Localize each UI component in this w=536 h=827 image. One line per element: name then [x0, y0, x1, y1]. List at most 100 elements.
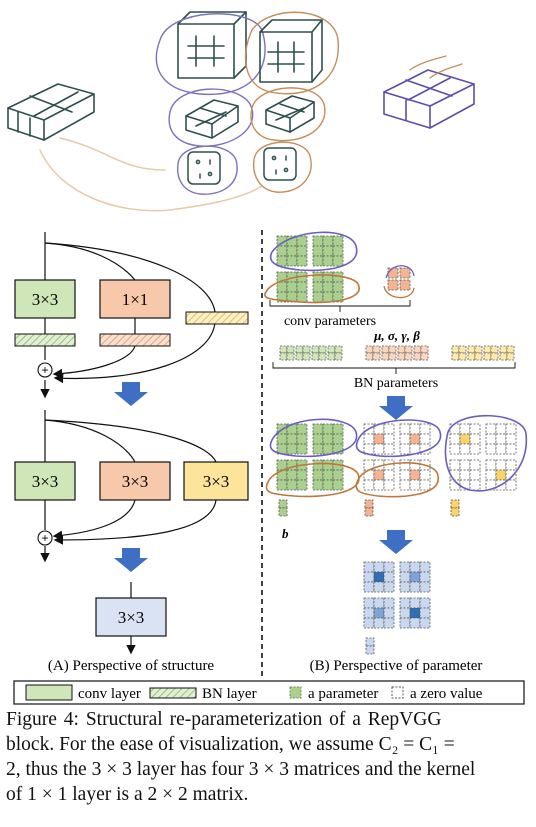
- fused-green-cell: [286, 479, 298, 491]
- caption-line-3: 2, thus the 3 × 3 layer has four 3 × 3 m…: [6, 759, 476, 780]
- fused-yellow-cell: [469, 459, 481, 471]
- sum-node-2: [37, 530, 53, 546]
- merged-kernel-cell: [419, 617, 431, 629]
- bn-param-cell: [327, 352, 336, 361]
- sketch-circle-orange-3: [253, 141, 312, 193]
- fused-green-cell: [296, 423, 308, 435]
- conv1x1-param-cell: [387, 267, 399, 279]
- fused-yellow-cell: [485, 459, 497, 471]
- conv-param-cell: [312, 255, 324, 267]
- conv-param-cell: [322, 281, 334, 293]
- fused-yellow-cell: [495, 433, 507, 445]
- bias-symbol: b: [282, 526, 289, 541]
- bn-param-cell: [302, 352, 311, 361]
- merged-bias-cell: [365, 645, 375, 655]
- fused-yellow-cell: [469, 469, 481, 481]
- bn-layer-1x1: [99, 333, 171, 347]
- conv-param-cell: [296, 291, 308, 303]
- bn-param-cell: [499, 352, 508, 361]
- fused-parameters: [276, 423, 517, 517]
- bn-symbols: μ, σ, γ, β: [373, 328, 420, 343]
- conv-param-cell: [332, 255, 344, 267]
- bn-param-cell: [388, 352, 397, 361]
- fused-green-cell: [322, 433, 334, 445]
- sketch-orange-strokes: [409, 55, 463, 79]
- conv-param-cell: [332, 281, 344, 293]
- fused-orange-cell: [409, 469, 421, 481]
- fused-green-cell: [322, 443, 334, 455]
- fused-green-cell: [322, 479, 334, 491]
- merged-kernel-cell: [419, 581, 431, 593]
- fused-yellow-cell: [459, 423, 471, 435]
- fused-green-cell: [332, 423, 344, 435]
- fused-orange-orange-circle: [355, 462, 439, 498]
- merged-kernel-cell: [399, 571, 411, 583]
- merged-kernel-cell: [399, 597, 411, 609]
- legend-zero-swatch: [391, 686, 404, 699]
- legend-bn-swatch: [149, 687, 197, 699]
- merged-kernel-cell: [383, 617, 395, 629]
- merged-kernel-cell: [383, 607, 395, 619]
- bn-param-cell: [295, 345, 304, 354]
- fused-orange-cell: [399, 479, 411, 491]
- fused-conv3x3-green: [14, 461, 76, 501]
- bn-param-cell: [381, 352, 390, 361]
- sketch-die-a-icon: [187, 151, 221, 185]
- sum-symbol-2: +: [41, 531, 48, 545]
- sketch-arrow-lower: [39, 149, 263, 212]
- bias-yellow-cell: [450, 499, 460, 509]
- conv-param-cell: [312, 235, 324, 247]
- fused-conv3x3-green-label: 3×3: [32, 472, 59, 491]
- bn-param-cell: [397, 352, 406, 361]
- conv-param-blue-circle: [269, 231, 358, 272]
- fused-yellow-cell: [485, 423, 497, 435]
- fused-yellow-cell: [459, 433, 471, 445]
- conv-param-cell: [296, 245, 308, 257]
- fused-yellow-cell: [469, 423, 481, 435]
- sketch-slab-b-icon: [265, 95, 315, 133]
- parameter-caption: (B) Perspective of parameter: [310, 658, 483, 674]
- merged-kernel-cell: [363, 597, 375, 609]
- bn-param-cell: [397, 345, 406, 354]
- merged-kernel-cell: [373, 607, 385, 619]
- conv3x3-layer: [14, 279, 76, 319]
- conv-param-cell: [286, 245, 298, 257]
- legend-conv-label: conv layer: [78, 686, 141, 702]
- fused-yellow-cell: [485, 443, 497, 455]
- fused-orange-blue-circle: [355, 419, 442, 458]
- structure-arrow-1-icon: [114, 382, 148, 406]
- conv1x1-param-cell: [399, 267, 411, 279]
- bn-param-cell: [451, 352, 460, 361]
- fused-green-cell: [312, 433, 324, 445]
- fused-yellow-cell: [449, 443, 461, 455]
- bn-params-label: BN parameters: [354, 376, 438, 391]
- caption-line-4: of 1 × 1 layer is a 2 × 2 matrix.: [6, 784, 249, 805]
- fused-yellow-cell: [495, 443, 507, 455]
- fused-yellow-cell: [485, 469, 497, 481]
- bn-param-cell: [413, 352, 422, 361]
- bn-param-cell: [420, 345, 429, 354]
- legend: conv layer BN layer a parameter a zero v…: [13, 680, 525, 705]
- bn-param-cell: [279, 352, 288, 361]
- conv-1x1-blue-circle: [385, 265, 415, 279]
- sketch-circle-blue-3: [177, 145, 238, 195]
- bn-param-cell: [413, 345, 422, 354]
- fused-orange-cell: [383, 443, 395, 455]
- fused-green-orange-circle: [265, 462, 360, 498]
- fused-yellow-cell: [469, 443, 481, 455]
- bn-param-cell: [506, 345, 515, 354]
- merged-kernel-cell: [409, 597, 421, 609]
- bias-green-cell: [278, 507, 288, 517]
- parameter-panel: conv parameters μ, σ, γ, β BN parameters…: [264, 231, 528, 674]
- bn-layer-identity: [185, 311, 249, 325]
- fused-yellow-cell: [505, 479, 517, 491]
- merged-kernel-cell: [409, 561, 421, 573]
- fused-orange-cell: [409, 433, 421, 445]
- fused-yellow-cell: [469, 433, 481, 445]
- fused-green-cell: [322, 469, 334, 481]
- bn-param-cell: [490, 352, 499, 361]
- merged-kernel-cell: [373, 581, 385, 593]
- sketch-output-slab-icon: [383, 69, 475, 129]
- conv1x1-layer: [99, 279, 171, 319]
- merged-kernel-cell: [399, 581, 411, 593]
